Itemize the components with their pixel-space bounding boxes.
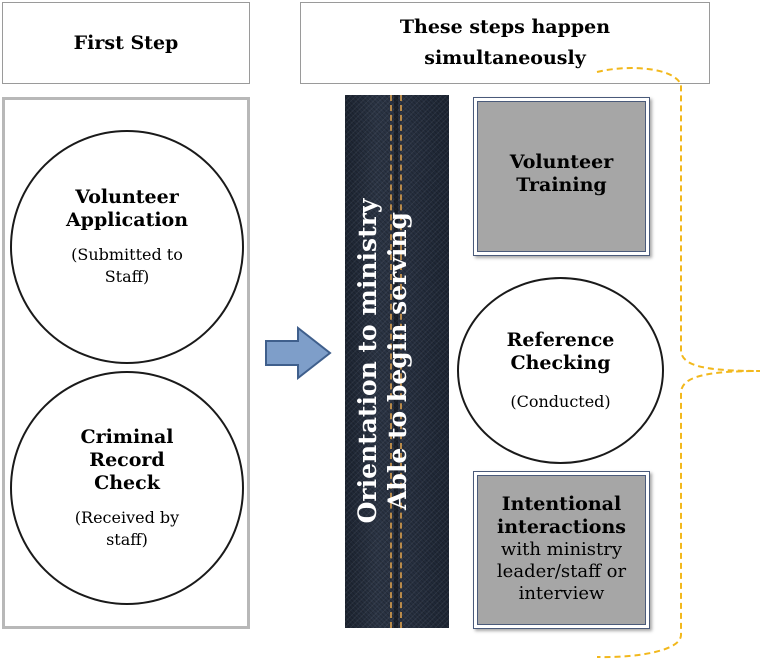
simultaneous-header: These steps happen simultaneously bbox=[300, 2, 710, 84]
denim-stitch-right bbox=[400, 95, 402, 628]
volunteer-application-subtitle: (Submitted to Staff) bbox=[71, 245, 183, 286]
orientation-text: Orientation to ministry bbox=[353, 198, 382, 524]
criminal-record-check-circle: Criminal Record Check (Received by staff… bbox=[10, 371, 244, 605]
begin-serving-text: Able to begin serving bbox=[383, 212, 412, 510]
denim-stitch-left bbox=[390, 95, 392, 628]
criminal-record-check-title: Criminal Record Check bbox=[80, 425, 174, 494]
denim-banner bbox=[345, 95, 449, 628]
volunteer-application-title: Volunteer Application bbox=[65, 186, 189, 231]
intentional-interactions-title: Intentional interactions bbox=[497, 493, 626, 538]
reference-checking-title: Reference Checking bbox=[506, 328, 615, 374]
volunteer-training-box: Volunteer Training bbox=[473, 97, 650, 256]
right-arrow-icon bbox=[265, 326, 332, 380]
criminal-record-check-subtitle: (Received by staff) bbox=[74, 507, 180, 549]
denim-seam bbox=[394, 95, 398, 628]
first-step-header: First Step bbox=[2, 2, 250, 84]
volunteer-application-circle: Volunteer Application (Submitted to Staf… bbox=[10, 130, 244, 364]
simultaneous-label: These steps happen simultaneously bbox=[399, 16, 611, 69]
reference-checking-subtitle: (Conducted) bbox=[510, 391, 611, 411]
intentional-interactions-body: with ministry leader/staff or interview bbox=[496, 539, 627, 604]
intentional-interactions-box: Intentional interactions with ministry l… bbox=[473, 471, 650, 629]
volunteer-training-title: Volunteer Training bbox=[509, 151, 614, 196]
first-step-label: First Step bbox=[73, 31, 179, 54]
reference-checking-circle: Reference Checking (Conducted) bbox=[457, 277, 664, 464]
